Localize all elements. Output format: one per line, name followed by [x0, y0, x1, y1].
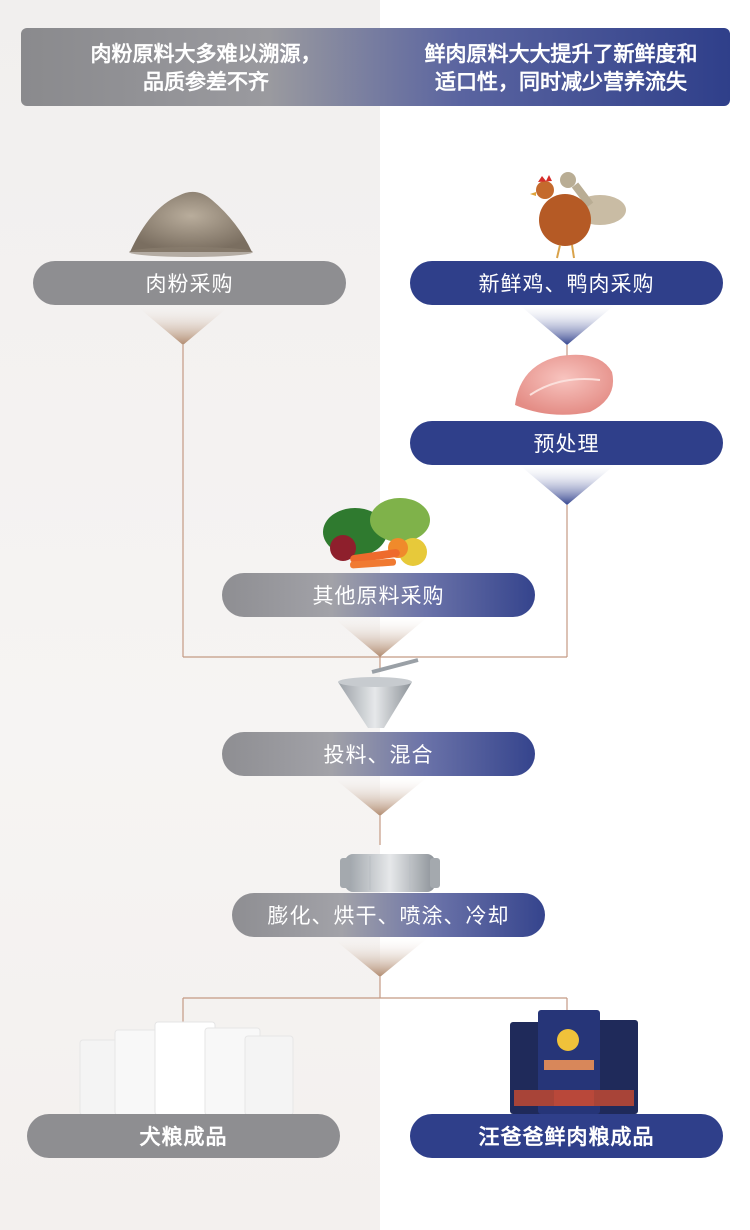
brand-food-bags-icon	[510, 1010, 638, 1114]
arrow-triangle-chicken	[517, 303, 617, 345]
meat-powder-pile-icon	[129, 191, 253, 257]
arrow-triangle-extrusion	[330, 936, 430, 977]
white-bags-icon	[79, 1021, 294, 1116]
banner-right-line1: 鲜肉原料大大提升了新鲜度和	[424, 42, 698, 66]
step-pretreatment: 预处理	[410, 421, 723, 465]
step-fresh-chicken-duck: 新鲜鸡、鸭肉采购	[410, 261, 723, 305]
step-fresh-chicken-duck-label: 新鲜鸡、鸭肉采购	[478, 272, 655, 296]
banner-left-line1: 肉粉原料大多难以溯源，	[90, 42, 322, 66]
step-other-materials-label: 其他原料采购	[312, 584, 445, 608]
step-generic-product-label: 犬粮成品	[139, 1125, 228, 1149]
step-pretreatment-label: 预处理	[533, 432, 600, 456]
arrow-triangle-other	[330, 615, 430, 657]
dryer-machine-icon	[340, 854, 440, 892]
banner-left-line2: 品质参差不齐	[143, 70, 269, 94]
chicken-duck-icon	[530, 172, 626, 259]
step-meat-powder-label: 肉粉采购	[145, 272, 234, 296]
step-meat-powder: 肉粉采购	[33, 261, 346, 305]
banner-right-text: 鲜肉原料大大提升了新鲜度和 适口性，同时减少营养流失	[401, 40, 721, 96]
vegetables-icon	[323, 498, 430, 569]
raw-meat-icon	[515, 354, 614, 415]
step-extrusion: 膨化、烘干、喷涂、冷却	[232, 893, 545, 937]
mixer-machine-icon	[338, 658, 419, 728]
step-brand-product-label: 汪爸爸鲜肉粮成品	[478, 1125, 655, 1149]
step-other-materials: 其他原料采购	[222, 573, 535, 617]
banner-left-text: 肉粉原料大多难以溯源， 品质参差不齐	[41, 40, 371, 96]
arrow-triangle-mixing	[330, 775, 430, 816]
comparison-banner: 肉粉原料大多难以溯源， 品质参差不齐 鲜肉原料大大提升了新鲜度和 适口性，同时减…	[21, 28, 730, 106]
step-brand-product: 汪爸爸鲜肉粮成品	[410, 1114, 723, 1158]
arrow-triangle-meat-powder	[133, 303, 233, 345]
step-extrusion-label: 膨化、烘干、喷涂、冷却	[267, 904, 510, 928]
banner-right-line2: 适口性，同时减少营养流失	[435, 70, 687, 94]
arrow-triangle-pretreatment	[517, 463, 617, 505]
step-generic-product: 犬粮成品	[27, 1114, 340, 1158]
step-feeding-mixing-label: 投料、混合	[323, 743, 434, 767]
step-feeding-mixing: 投料、混合	[222, 732, 535, 776]
